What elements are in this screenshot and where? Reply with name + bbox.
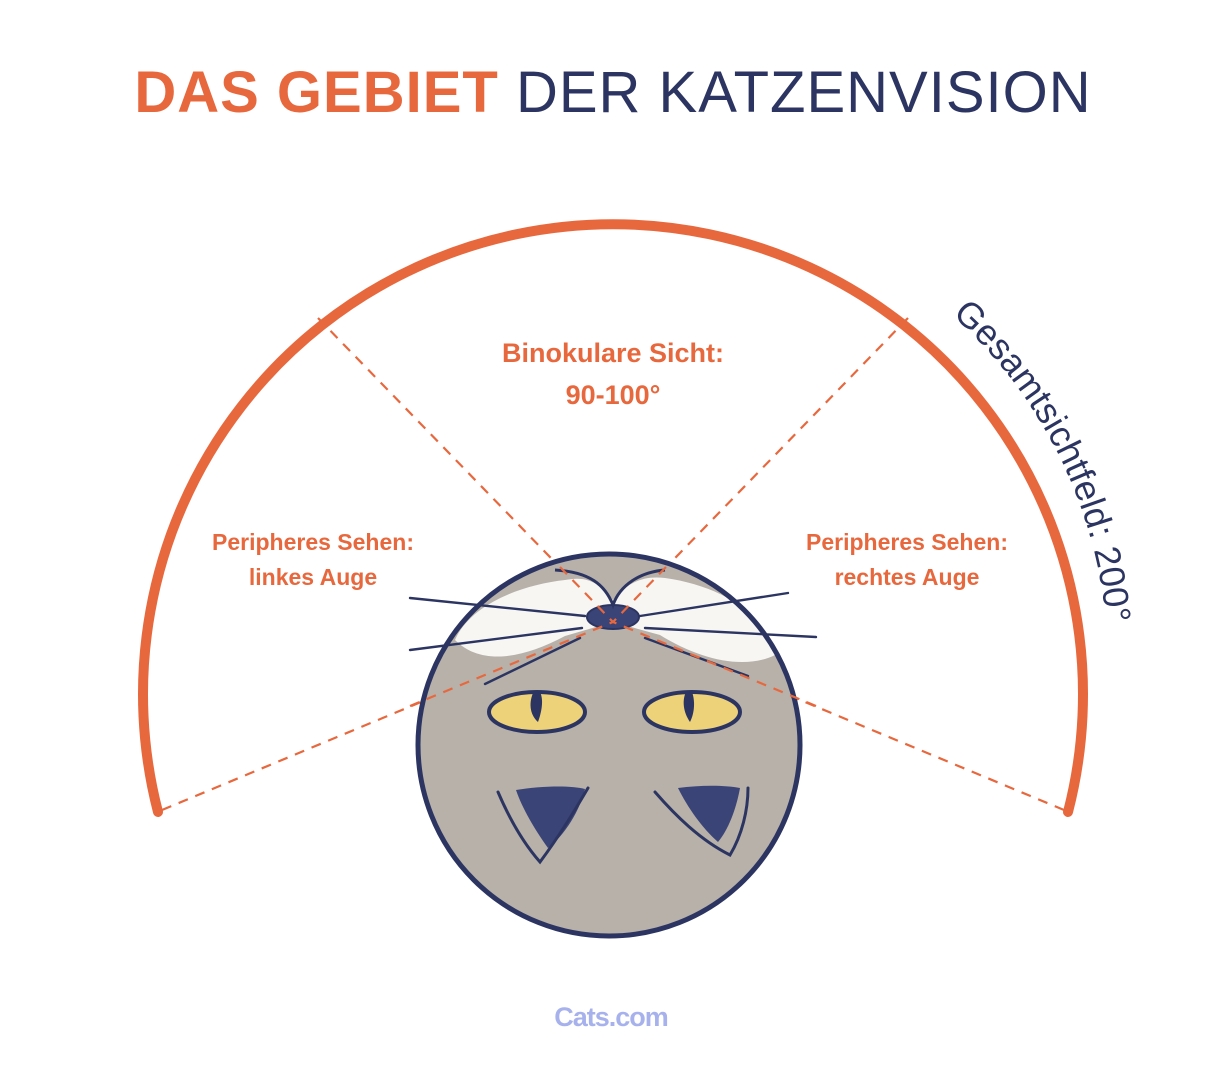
right-periphery-boundary — [612, 620, 1065, 812]
total-field-arc — [138, 219, 1088, 817]
cat-right-eye — [642, 690, 742, 734]
cat-left-ear — [496, 786, 590, 865]
brand-logo-text: Cats.com — [554, 1002, 668, 1032]
cat-left-eye — [487, 690, 587, 734]
title-accent: DAS GEBIET — [134, 60, 499, 125]
left-periphery-label-line1: Peripheres Sehen: — [212, 529, 414, 555]
cat-right-ear — [653, 785, 750, 857]
left-periphery-label-line2: linkes Auge — [249, 564, 377, 590]
sector-boundaries — [161, 317, 1065, 812]
right-periphery-label-line2: rechtes Auge — [835, 564, 980, 590]
title-rest: DER KATZENVISION — [515, 60, 1092, 125]
cat-head — [408, 551, 818, 939]
right-periphery-label-line1: Peripheres Sehen: — [806, 529, 1008, 555]
left-periphery-boundary — [161, 620, 614, 812]
binocular-label-line2: 90-100° — [566, 380, 661, 410]
binocular-label-line1: Binokulare Sicht: — [502, 338, 724, 368]
page-title: DAS GEBIET DER KATZENVISION — [0, 58, 1226, 128]
